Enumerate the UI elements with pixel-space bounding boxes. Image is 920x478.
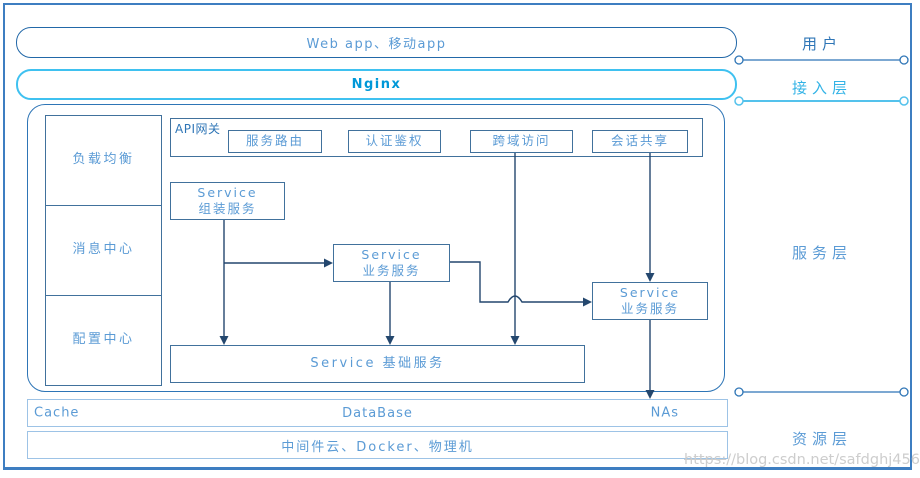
cache-label: Cache xyxy=(34,405,80,421)
watermark: https://blog.csdn.net/safdghj456 xyxy=(684,452,920,468)
user-layer-label: 用户 xyxy=(801,35,842,53)
nginx-node-label: Nginx xyxy=(351,77,402,92)
watermark-rest-part: //blog.csdn.net/safdghj456 xyxy=(726,452,920,468)
business-service-right-line2: 业务服务 xyxy=(620,301,679,316)
watermark-struck-part: https: xyxy=(684,452,727,468)
business-service-left-node: Service 业务服务 xyxy=(333,244,450,282)
config-center-node: 配置中心 xyxy=(45,295,162,386)
business-service-left-line2: 业务服务 xyxy=(362,263,421,278)
message-center-node: 消息中心 xyxy=(45,205,162,296)
api-gateway-title: API网关 xyxy=(175,122,221,136)
infra-row-label: 中间件云、Docker、物理机 xyxy=(281,439,474,455)
access-layer-label: 接入层 xyxy=(791,79,852,97)
assemble-service-line2: 组装服务 xyxy=(198,201,257,216)
load-balancer-node: 负载均衡 xyxy=(45,115,162,206)
assemble-service-line1: Service xyxy=(197,185,258,201)
database-label: DataBase xyxy=(342,405,413,421)
webapp-node: Web app、移动app xyxy=(16,27,737,58)
session-sharing-node: 会话共享 xyxy=(592,130,688,153)
service-routing-node: 服务路由 xyxy=(228,130,322,153)
business-service-left-line1: Service xyxy=(361,247,422,263)
nas-label: NAs xyxy=(650,405,679,421)
webapp-node-label: Web app、移动app xyxy=(306,37,447,52)
service-layer-label: 服务层 xyxy=(791,244,852,262)
base-service-node: Service 基础服务 xyxy=(170,345,585,383)
diagram-outer-frame xyxy=(3,3,912,470)
resource-layer-label: 资源层 xyxy=(791,430,852,448)
auth-node: 认证鉴权 xyxy=(348,130,441,153)
infra-row: 中间件云、Docker、物理机 xyxy=(27,431,728,459)
nginx-node: Nginx xyxy=(16,69,737,100)
assemble-service-node: Service 组装服务 xyxy=(170,182,285,220)
cross-domain-node: 跨域访问 xyxy=(470,130,573,153)
storage-row: Cache DataBase NAs xyxy=(27,399,728,427)
business-service-right-node: Service 业务服务 xyxy=(592,282,708,320)
business-service-right-line1: Service xyxy=(619,285,681,301)
